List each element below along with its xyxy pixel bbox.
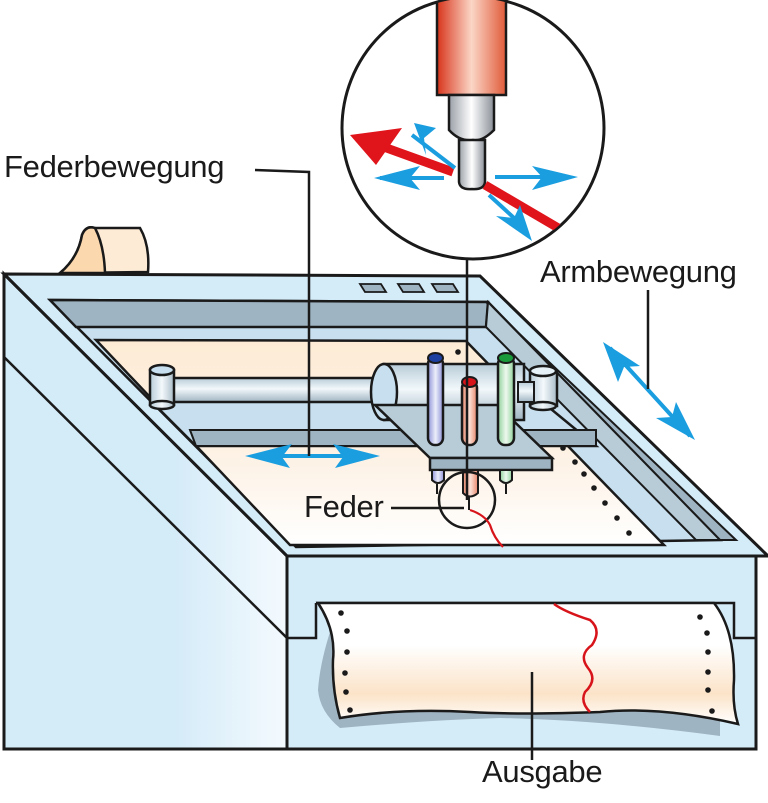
leader-lines <box>254 168 650 760</box>
panel-button-1 <box>358 283 388 293</box>
pen-red <box>460 376 479 447</box>
pen-blue <box>426 352 445 447</box>
plotted-line <box>469 508 504 548</box>
panel-button-2 <box>396 283 426 293</box>
output-tray <box>285 554 758 751</box>
output-plotted-line <box>553 602 598 713</box>
arm-movement-arrow <box>603 342 695 440</box>
label-output: Ausgabe <box>482 754 603 789</box>
pen-green <box>496 352 516 447</box>
pen-detail-inset <box>340 0 606 261</box>
label-pen-movement: Federbewegung <box>4 149 225 184</box>
output-sprocket-holes <box>338 610 715 714</box>
label-pen: Feder <box>304 489 384 524</box>
label-arm-movement: Armbewegung <box>540 254 737 289</box>
pen-movement-arrow <box>245 444 380 468</box>
paper-roll <box>56 226 150 275</box>
panel-button-3 <box>430 283 460 293</box>
